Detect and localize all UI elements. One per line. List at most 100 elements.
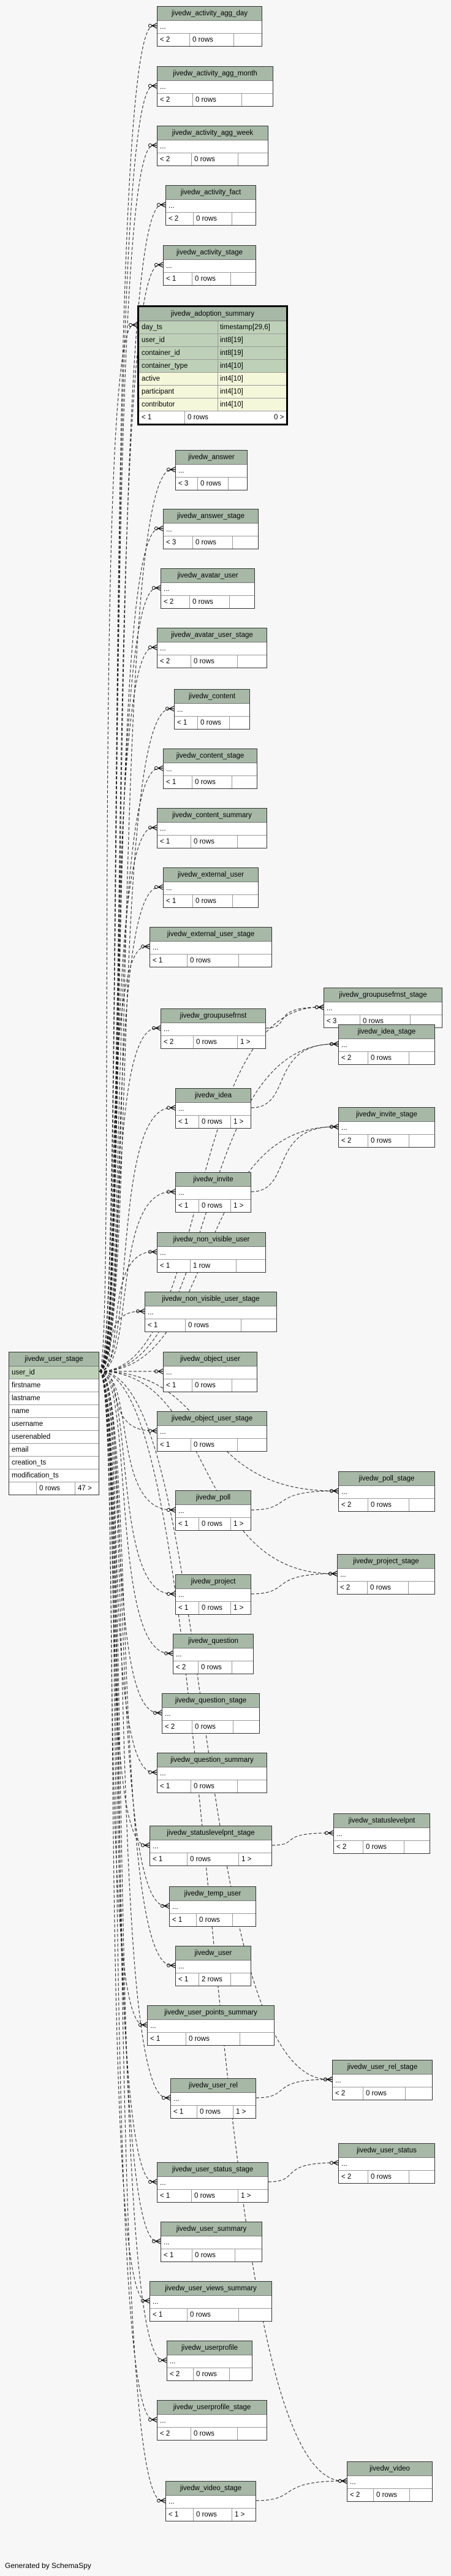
table-header[interactable]: jivedw_avatar_user_stage [157, 628, 267, 642]
table-header[interactable]: jivedw_user_status [339, 2144, 434, 2158]
table-header[interactable]: jivedw_question_stage [162, 1694, 259, 1708]
table-header[interactable]: jivedw_avatar_user [161, 569, 254, 583]
table-header[interactable]: jivedw_user_points_summary [148, 2006, 274, 2020]
table-header[interactable]: jivedw_userprofile [167, 2341, 252, 2355]
table-header[interactable]: jivedw_activity_agg_day [157, 7, 262, 21]
table-header[interactable]: jivedw_answer_stage [164, 509, 258, 524]
table-header[interactable]: jivedw_video_stage [166, 2482, 256, 2496]
optional-marker [148, 24, 152, 28]
table-header[interactable]: jivedw_activity_agg_week [157, 126, 268, 140]
table-header[interactable]: jivedw_object_user_stage [157, 1412, 267, 1426]
table-header[interactable]: jivedw_statuslevelpnt_stage [150, 1826, 271, 1840]
table-header[interactable]: jivedw_groupusefrnst [161, 1009, 265, 1023]
table-header[interactable]: jivedw_answer [176, 451, 247, 465]
table-header[interactable]: jivedw_non_visible_user [157, 1233, 265, 1247]
table-header[interactable]: jivedw_invite [176, 1173, 251, 1187]
table-header[interactable]: jivedw_project_stage [338, 1555, 434, 1569]
table-header[interactable]: jivedw_groupusefrnst_stage [324, 988, 442, 1002]
table-header[interactable]: jivedw_video [347, 2462, 432, 2476]
table-header[interactable]: jivedw_content [175, 690, 249, 704]
table-header[interactable]: jivedw_idea_stage [339, 1025, 434, 1039]
table-header[interactable]: jivedw_project [176, 1575, 251, 1589]
table-header[interactable]: jivedw_external_user [164, 868, 258, 882]
table-header[interactable]: jivedw_content_summary [157, 809, 267, 823]
table-header[interactable]: jivedw_user_rel [171, 2079, 256, 2093]
table-header[interactable]: jivedw_statuslevelpnt [334, 1814, 430, 1828]
table-header[interactable]: jivedw_temp_user [170, 1887, 256, 1901]
table-header[interactable]: jivedw_user_stage [9, 1352, 99, 1366]
table-header[interactable]: jivedw_activity_agg_month [157, 67, 273, 81]
table-header[interactable]: jivedw_external_user_stage [150, 928, 271, 942]
table-header[interactable]: jivedw_question [173, 1634, 253, 1648]
table-header[interactable]: jivedw_activity_fact [166, 186, 256, 200]
table-header[interactable]: jivedw_idea [176, 1089, 251, 1103]
table-header[interactable]: jivedw_userprofile_stage [157, 2401, 267, 2415]
table-header[interactable]: jivedw_poll_stage [339, 1472, 434, 1486]
table-header[interactable]: jivedw_adoption_summary [139, 307, 286, 321]
table-header[interactable]: jivedw_user [176, 1946, 251, 1961]
table-header[interactable]: jivedw_object_user [164, 1352, 257, 1366]
table-header[interactable]: jivedw_invite_stage [339, 1108, 434, 1122]
table-header[interactable]: jivedw_content_stage [164, 749, 257, 763]
table-header[interactable]: jivedw_user_rel_stage [333, 2060, 432, 2075]
table-header[interactable]: jivedw_user_summary [161, 2222, 262, 2236]
table-header[interactable]: jivedw_question_summary [157, 1753, 267, 1767]
relationship-line [99, 85, 154, 1372]
table-header[interactable]: jivedw_non_visible_user_stage [145, 1292, 276, 1306]
table-header[interactable]: jivedw_activity_stage [164, 246, 256, 260]
table-header[interactable]: jivedw_user_views_summary [150, 2282, 271, 2296]
relationship-line [99, 1191, 172, 1372]
table-header[interactable]: jivedw_user_status_stage [157, 2163, 268, 2177]
table-header[interactable]: jivedw_poll [176, 1491, 251, 1505]
